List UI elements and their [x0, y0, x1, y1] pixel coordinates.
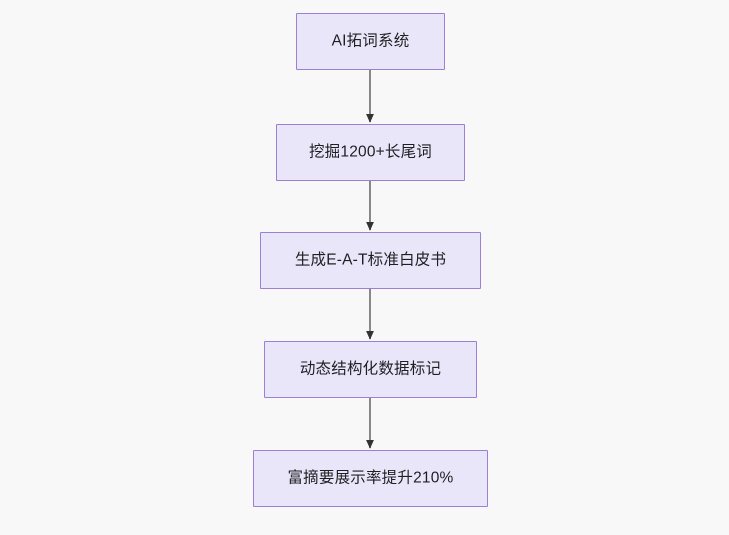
flow-node-mine-longtail-keywords[interactable]: 挖掘1200+长尾词 [276, 124, 465, 181]
flow-node-ai-keyword-system[interactable]: AI拓词系统 [296, 13, 445, 70]
flow-node-dynamic-structured-data-markup[interactable]: 动态结构化数据标记 [264, 341, 477, 398]
flow-node-label: 富摘要展示率提升210% [287, 469, 454, 487]
flow-node-generate-eat-whitepaper[interactable]: 生成E-A-T标准白皮书 [260, 232, 481, 289]
flow-node-label: 动态结构化数据标记 [299, 360, 442, 378]
flow-node-rich-snippet-rate-increase[interactable]: 富摘要展示率提升210% [253, 450, 488, 507]
flow-node-label: 挖掘1200+长尾词 [308, 143, 433, 161]
flow-node-label: AI拓词系统 [331, 32, 410, 50]
flow-node-label: 生成E-A-T标准白皮书 [294, 251, 447, 269]
